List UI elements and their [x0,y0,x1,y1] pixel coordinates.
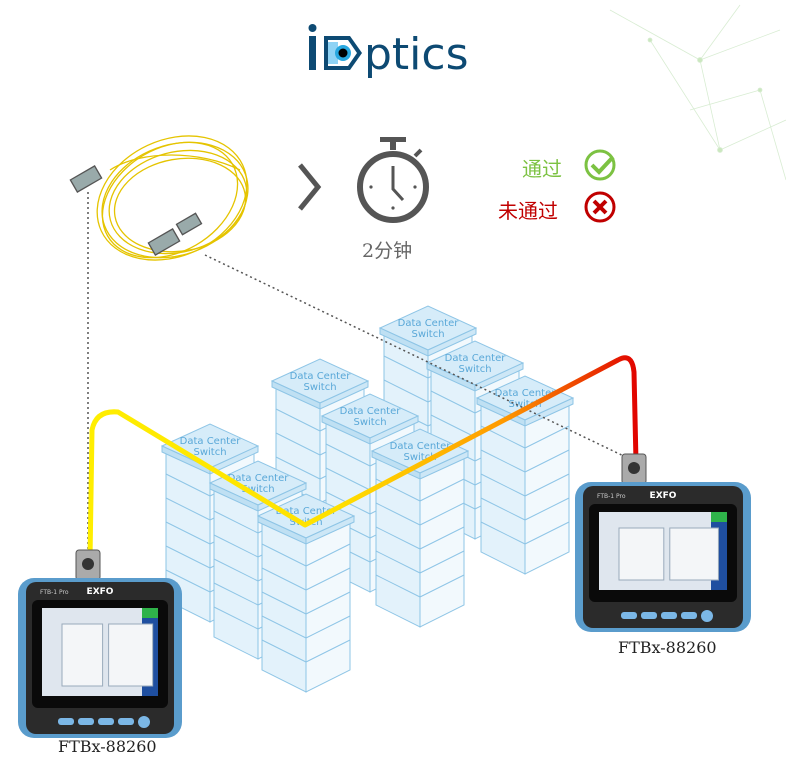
device-button[interactable] [78,718,94,725]
chevron-right-icon [298,163,322,211]
x-circle-icon [584,191,616,223]
power-button[interactable] [138,716,150,728]
power-button[interactable] [701,610,713,622]
model-badge: FTB-1 Pro [597,493,626,500]
svg-text:ptics: ptics [364,29,469,80]
switch-label: Data Center [340,406,402,417]
device-button[interactable] [98,718,114,725]
switch-label: Switch [411,329,444,340]
otdr-tester-device[interactable]: EXFO FTB-1 Pro [18,549,182,738]
switch-label: Switch [508,399,541,410]
fail-label: 未通过 [498,199,558,223]
pass-label: 通过 [522,157,562,181]
switch-label: Switch [303,382,336,393]
brand-label: EXFO [87,587,114,597]
switch-label: Data Center [276,506,338,517]
switch-label: Switch [241,484,274,495]
stopwatch-icon [357,137,429,223]
check-circle-icon [584,149,616,181]
device-button[interactable] [641,612,657,619]
test-fiber-path [87,355,639,561]
switch-label: Data Center [398,318,460,329]
switch-label: Switch [193,447,226,458]
switch-label: Data Center [228,473,290,484]
switch-label: Data Center [445,353,507,364]
otdr-tester-device[interactable]: EXFO FTB-1 Pro [575,453,751,632]
device-button[interactable] [58,718,74,725]
switch-label: Data Center [290,371,352,382]
switch-label: Data Center [495,388,557,399]
fiber-cable-icon [69,135,249,261]
network-decoration [609,4,786,181]
device-button[interactable] [621,612,637,619]
device-button[interactable] [118,718,134,725]
switch-label: Switch [403,452,436,463]
device-right-name: FTBx-88260 [618,638,717,657]
device-left-name: FTBx-88260 [58,737,157,756]
dotted-link-right [204,254,633,461]
switch-label: Switch [458,364,491,375]
test-duration-label: 2分钟 [362,240,413,262]
device-button[interactable] [681,612,697,619]
model-badge: FTB-1 Pro [40,589,69,596]
idoptics-logo: ptics [308,24,469,80]
switch-label: Data Center [180,436,242,447]
device-button[interactable] [661,612,677,619]
brand-label: EXFO [650,491,677,501]
switch-label: Switch [353,417,386,428]
switch-label: Data Center [390,441,452,452]
